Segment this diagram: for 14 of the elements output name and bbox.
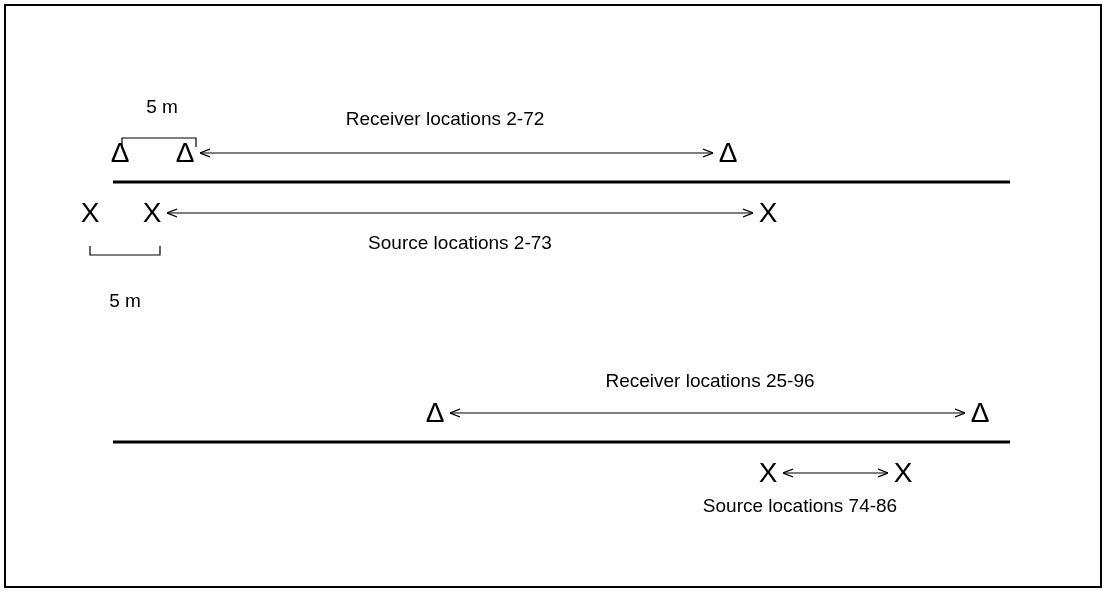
double-arrow	[166, 208, 754, 218]
location-marker: Δ	[171, 136, 199, 170]
double-arrow	[782, 468, 889, 478]
location-marker: Δ	[106, 136, 134, 170]
double-arrow	[449, 408, 966, 418]
location-marker: X	[76, 196, 104, 230]
location-marker: X	[889, 456, 917, 490]
location-marker: X	[754, 456, 782, 490]
double-arrow	[199, 148, 714, 158]
location-marker: Δ	[966, 396, 994, 430]
location-marker: X	[754, 196, 782, 230]
location-marker: Δ	[421, 396, 449, 430]
location-marker: X	[138, 196, 166, 230]
location-marker: Δ	[714, 136, 742, 170]
